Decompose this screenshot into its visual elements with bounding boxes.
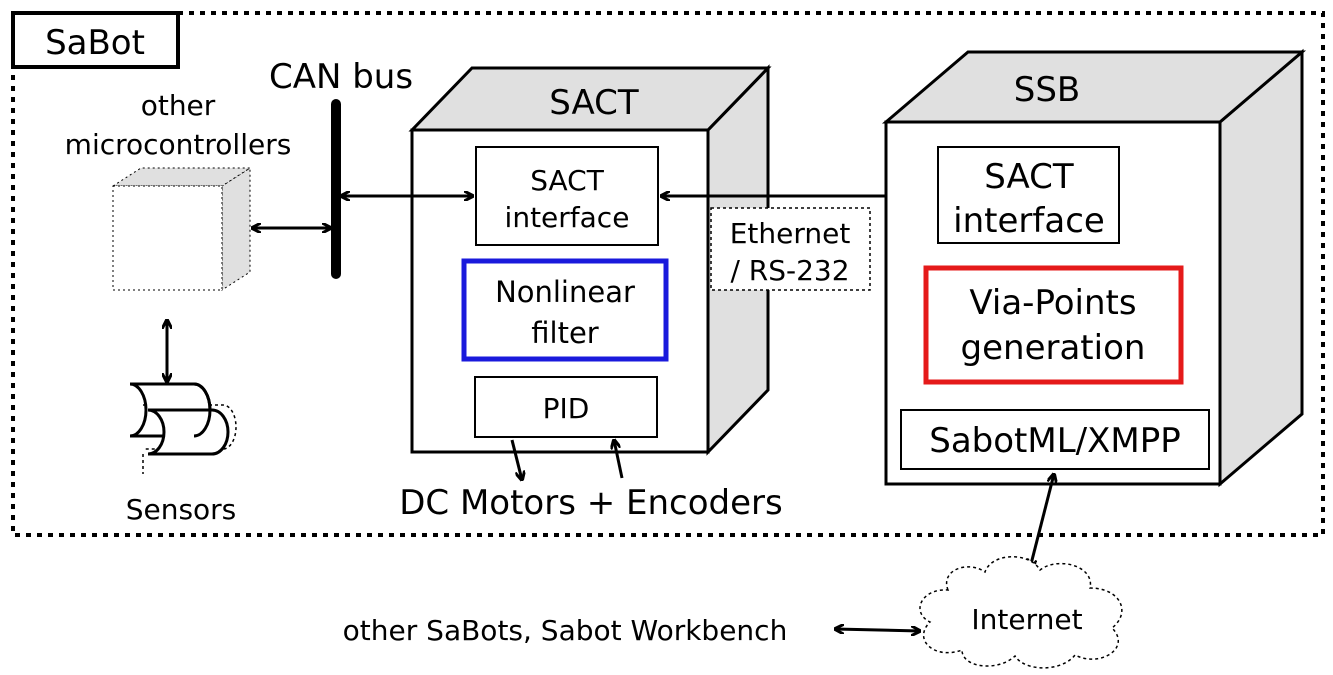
- encoder-to-pid-arrow: [614, 440, 624, 479]
- pid-box: PID: [474, 376, 658, 438]
- sensors-label: Sensors: [126, 493, 237, 526]
- workbench-label: other SaBots, Sabot Workbench: [343, 614, 788, 647]
- sabot-label: SaBot: [45, 23, 145, 63]
- nonlinear-filter-line1: Nonlinear: [495, 275, 635, 309]
- sact-interface-box: SACT interface: [475, 146, 659, 246]
- ssb-internet-arrow: [1030, 474, 1054, 568]
- sensors-icon: [129, 382, 237, 474]
- protocol-box: SabotML/XMPP: [900, 409, 1210, 470]
- other-microcontrollers-label-line2: microcontrollers: [65, 128, 292, 161]
- motors-label: DC Motors + Encoders: [399, 483, 783, 523]
- internet-label: Internet: [971, 603, 1082, 636]
- sact-interface-line2: interface: [505, 201, 630, 234]
- internet-cloud-icon: [919, 556, 1123, 669]
- pid-to-motor-arrow: [510, 439, 522, 480]
- ssb-title: SSB: [1014, 70, 1081, 110]
- via-points-line2: generation: [961, 328, 1146, 368]
- link-label-line2: / RS-232: [730, 254, 849, 287]
- sact-title: SACT: [549, 83, 639, 123]
- workbench-internet-arrow: [835, 629, 920, 631]
- nonlinear-filter-line2: filter: [531, 316, 599, 350]
- sabot-boundary: [11, 11, 1325, 537]
- sact-interface-line1: SACT: [530, 164, 605, 197]
- ssb-interface-line2: interface: [953, 201, 1105, 241]
- link-label-line1: Ethernet: [730, 217, 851, 250]
- ssb-interface-line1: SACT: [984, 157, 1074, 197]
- other-microcontrollers-label-line1: other: [141, 89, 216, 122]
- microcontroller-cube-icon: [111, 167, 252, 291]
- link-label-box: Ethernet / RS-232: [710, 207, 871, 291]
- via-points-box: Via-Points generation: [923, 265, 1184, 385]
- sabot-label-box: SaBot: [11, 11, 180, 69]
- ssb-interface-box: SACT interface: [937, 146, 1120, 244]
- protocol-label: SabotML/XMPP: [929, 421, 1181, 461]
- via-points-line1: Via-Points: [969, 283, 1136, 323]
- pid-label: PID: [543, 392, 590, 425]
- nonlinear-filter-box: Nonlinear filter: [461, 258, 669, 362]
- can-bus-label: CAN bus: [269, 57, 413, 97]
